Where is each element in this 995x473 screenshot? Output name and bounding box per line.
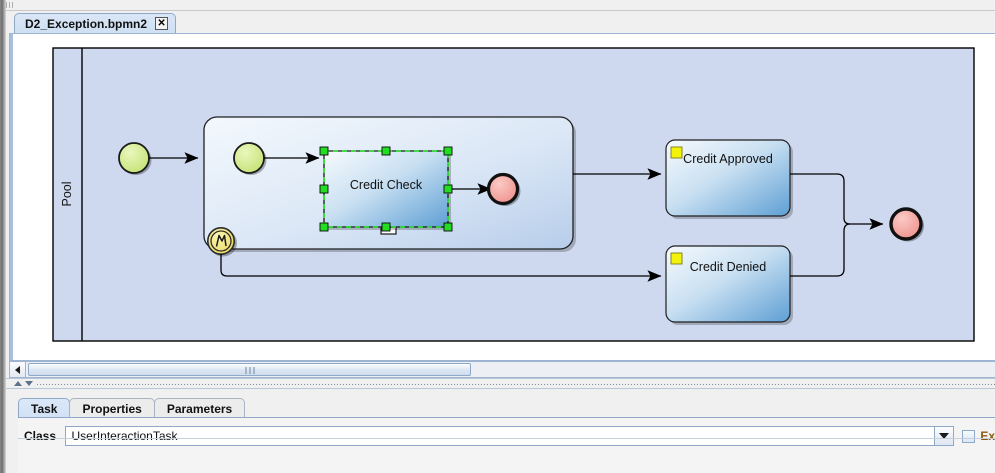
class-field-row: Class UserInteractionTask Ex bbox=[18, 426, 995, 446]
left-arrow-icon bbox=[15, 365, 20, 374]
tab-parameters[interactable]: Parameters bbox=[153, 398, 246, 418]
properties-divider bbox=[18, 438, 995, 439]
tab-properties[interactable]: Properties bbox=[69, 398, 155, 418]
close-icon[interactable]: ✕ bbox=[155, 17, 169, 30]
flow-error-to-denied bbox=[220, 254, 662, 282]
task-credit-check[interactable]: Credit Check bbox=[319, 146, 453, 232]
tab-task-label: Task bbox=[31, 401, 58, 416]
toolbar-strip bbox=[0, 0, 995, 11]
canvas-horizontal-scrollbar[interactable] bbox=[9, 361, 995, 378]
task-type-marker bbox=[670, 146, 683, 159]
tab-properties-label: Properties bbox=[82, 401, 142, 416]
properties-panel: Task Properties Parameters Class UserInt… bbox=[6, 389, 995, 473]
splitter-collapse-up-icon[interactable] bbox=[14, 381, 22, 386]
flow-denied-to-end bbox=[790, 223, 851, 277]
task-credit-check-label: Credit Check bbox=[350, 178, 423, 192]
scroll-left-button[interactable] bbox=[10, 362, 26, 377]
scrollbar-thumb[interactable] bbox=[28, 363, 471, 376]
class-field-label: Class bbox=[24, 429, 57, 443]
pool-label: Pool bbox=[60, 181, 74, 206]
splitter-collapse-down-icon[interactable] bbox=[25, 381, 33, 386]
window-left-edge bbox=[0, 0, 6, 473]
task-type-marker bbox=[670, 252, 683, 265]
bpmn-diagram[interactable]: Pool bbox=[10, 34, 995, 361]
class-field-value: UserInteractionTask bbox=[71, 429, 178, 443]
end-event[interactable] bbox=[889, 207, 924, 242]
executable-checkbox-label: Ex bbox=[980, 429, 995, 443]
properties-tab-bar: Task Properties Parameters bbox=[18, 397, 246, 418]
canvas-left-gutter bbox=[10, 34, 13, 360]
task-credit-approved-label: Credit Approved bbox=[683, 152, 773, 166]
editor-tab-bar: D2_Exception.bpmn2 ✕ bbox=[6, 11, 995, 33]
selection-handles[interactable] bbox=[319, 146, 453, 232]
task-credit-approved[interactable]: Credit Approved bbox=[665, 139, 793, 219]
tab-task[interactable]: Task bbox=[18, 398, 71, 418]
executable-checkbox[interactable] bbox=[962, 429, 976, 443]
editor-tab-title: D2_Exception.bpmn2 bbox=[25, 16, 148, 31]
properties-content: Class UserInteractionTask Ex bbox=[18, 417, 995, 473]
error-boundary-event[interactable] bbox=[207, 227, 237, 257]
panel-splitter[interactable] bbox=[6, 378, 995, 389]
executable-checkbox-wrap[interactable]: Ex bbox=[962, 429, 995, 443]
tab-parameters-label: Parameters bbox=[166, 401, 233, 416]
diagram-canvas[interactable]: Pool bbox=[9, 33, 995, 361]
class-combobox[interactable]: UserInteractionTask bbox=[65, 426, 955, 446]
scrollbar-grip-icon bbox=[245, 367, 254, 374]
error-symbol bbox=[215, 234, 227, 247]
chevron-down-icon[interactable] bbox=[934, 427, 954, 445]
task-credit-denied[interactable]: Credit Denied bbox=[665, 245, 793, 325]
sub-start-event[interactable] bbox=[233, 142, 267, 175]
sub-end-event[interactable] bbox=[486, 172, 521, 207]
task-credit-denied-label: Credit Denied bbox=[690, 260, 766, 274]
editor-tab-d2-exception[interactable]: D2_Exception.bpmn2 ✕ bbox=[14, 13, 177, 33]
splitter-grip bbox=[36, 383, 995, 385]
